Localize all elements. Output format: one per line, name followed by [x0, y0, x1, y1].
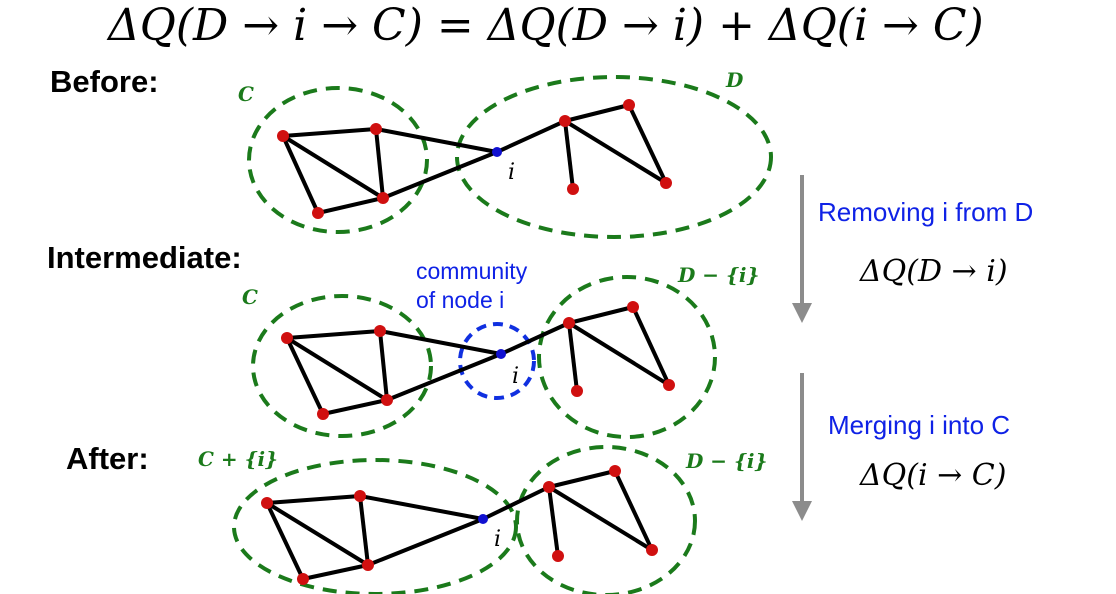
stage-intermediate-label: Intermediate: — [47, 240, 242, 275]
intermediate-community-c-outline — [251, 294, 433, 438]
before-edges — [281, 103, 668, 215]
down-arrow-merge — [792, 373, 812, 521]
before-community-d-outline — [455, 75, 773, 239]
before-node-i — [492, 147, 502, 157]
intermediate-community-d-outline — [537, 275, 717, 439]
after-community-d-outline — [515, 445, 697, 594]
intermediate-graph — [251, 275, 717, 439]
intermediate-nodes — [281, 301, 675, 420]
after-community-c-outline — [232, 458, 518, 594]
stage-after-label: After: — [66, 441, 149, 476]
after-graph — [232, 445, 697, 594]
after-nodes — [261, 465, 658, 585]
title-formula: ΔQ(D → i → C) = ΔQ(D → i) + ΔQ(i → C) — [108, 0, 984, 51]
after-community-d-label: D − {i} — [686, 449, 768, 473]
annotation-community-line2: of node i — [416, 287, 505, 313]
before-nodes — [277, 99, 672, 219]
down-arrow-remove — [792, 175, 812, 323]
stage-before-label: Before: — [50, 64, 159, 99]
before-graph — [247, 75, 773, 239]
intermediate-node-i-label: i — [512, 364, 520, 389]
after-node-i-label: i — [494, 527, 502, 552]
after-edges — [265, 469, 654, 581]
step-merge-formula: ΔQ(i → C) — [860, 458, 1007, 493]
intermediate-community-node-i-outline — [458, 322, 536, 400]
after-node-i — [478, 514, 488, 524]
intermediate-community-d-label: D − {i} — [678, 263, 760, 287]
intermediate-edges — [285, 305, 671, 416]
intermediate-community-c-label: C — [242, 285, 258, 309]
before-community-d-label: D — [726, 68, 744, 92]
before-community-c-label: C — [238, 82, 254, 106]
before-community-c-outline — [247, 86, 429, 234]
step-remove-formula: ΔQ(D → i) — [860, 254, 1008, 289]
before-node-i-label: i — [508, 160, 516, 185]
after-community-c-label: C + {i} — [198, 447, 278, 471]
step-merge-label: Merging i into C — [828, 410, 1011, 440]
step-remove-label: Removing i from D — [818, 197, 1034, 227]
intermediate-node-i — [496, 349, 506, 359]
annotation-community-line1: community — [416, 258, 528, 284]
